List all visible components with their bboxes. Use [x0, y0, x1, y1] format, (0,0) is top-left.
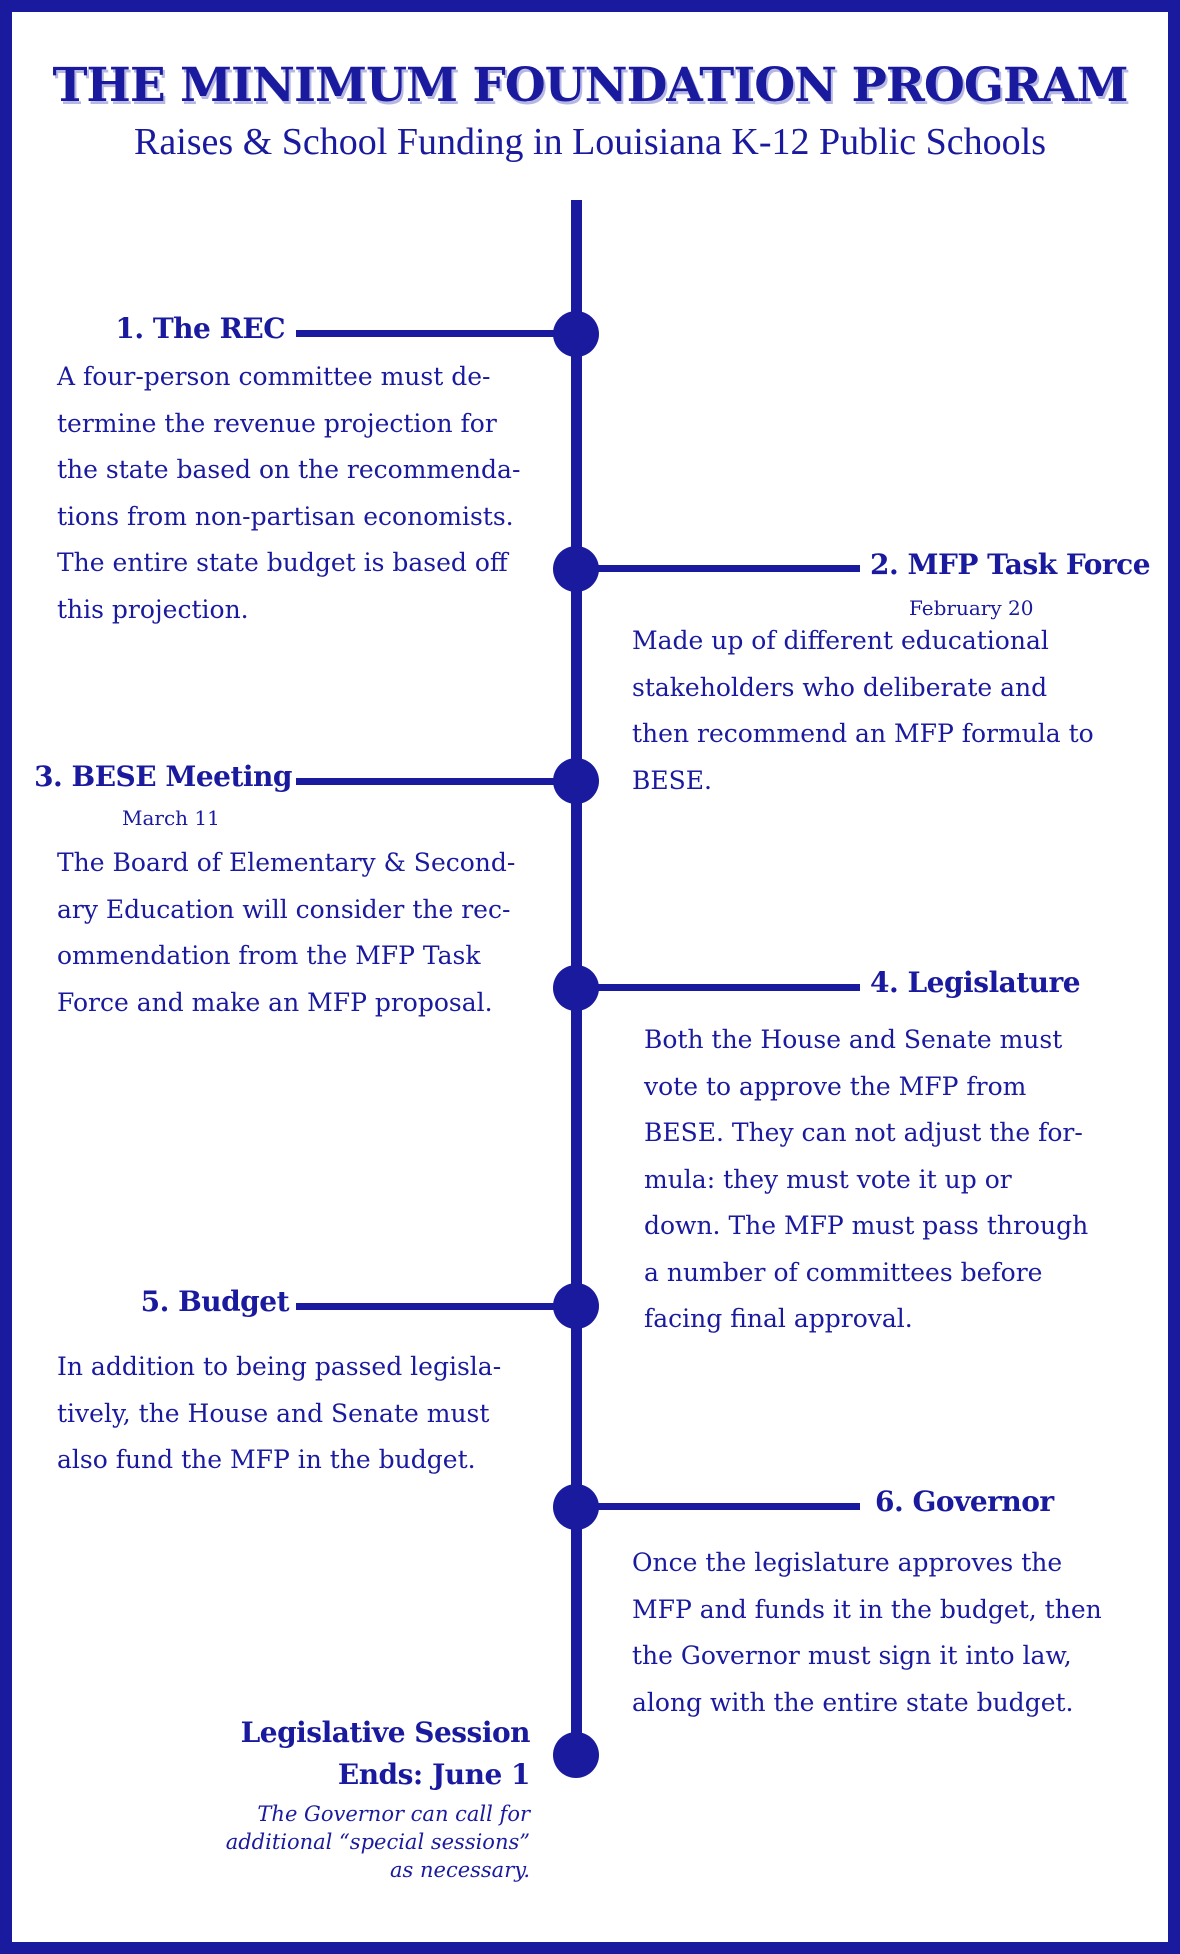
text-line: In addition to being passed legisla-: [57, 1352, 502, 1381]
text-line: Force and make an MFP proposal.: [57, 987, 493, 1017]
text-line: facing final approval.: [644, 1304, 913, 1333]
note-line: additional “special sessions”: [225, 1830, 530, 1854]
step-6-description: Once the legislature approves the MFP an…: [632, 1540, 1172, 1726]
session-end-line-1: Legislative Session: [240, 1716, 531, 1749]
step-3-description: The Board of Elementary & Second- ary Ed…: [57, 840, 557, 1026]
text-line: Made up of different educational: [632, 626, 1049, 655]
connector-6: [578, 1503, 860, 1510]
connector-1: [296, 330, 556, 337]
text-line: BESE.: [632, 765, 712, 795]
connector-3: [296, 778, 556, 785]
step-2-heading: 2. MFP Task Force: [870, 548, 1151, 581]
text-line: also fund the MFP in the budget.: [57, 1445, 476, 1474]
text-line: ary Education will consider the rec-: [57, 894, 511, 924]
text-line: stakeholders who deliberate and: [632, 672, 1048, 702]
text-line: Both the House and Senate must: [644, 1025, 1063, 1054]
text-line: down. The MFP must pass through: [644, 1211, 1089, 1240]
text-line: this projection.: [57, 594, 249, 624]
text-line: along with the entire state budget.: [632, 1687, 1074, 1717]
timeline-node-1: [553, 311, 599, 357]
step-1-description: A four-person committee must de- termine…: [57, 354, 557, 633]
text-line: A four-person committee must de-: [57, 362, 491, 391]
connector-2: [578, 565, 860, 572]
page-title: THE MINIMUM FOUNDATION PROGRAM: [52, 58, 1128, 113]
step-6-heading: 6. Governor: [875, 1485, 1054, 1518]
text-line: termine the revenue projection for: [57, 408, 497, 438]
text-line: ommendation from the MFP Task: [57, 941, 481, 970]
step-2-description: Made up of different educational stakeho…: [632, 618, 1172, 804]
timeline-end-node: [553, 1732, 599, 1778]
text-line: tions from non-partisan economists.: [57, 501, 514, 531]
special-sessions-note: The Governor can call for additional “sp…: [110, 1800, 530, 1884]
text-line: The Board of Elementary & Second-: [57, 848, 516, 877]
step-5-description: In addition to being passed legisla- tiv…: [57, 1344, 557, 1484]
step-3-date: March 11: [122, 806, 220, 830]
connector-4: [578, 984, 860, 991]
text-line: BESE. They can not adjust the for-: [644, 1118, 1083, 1147]
text-line: the state based on the recommenda-: [57, 455, 521, 484]
step-4-description: Both the House and Senate must vote to a…: [644, 1017, 1164, 1343]
step-4-heading: 4. Legislature: [870, 966, 1081, 999]
note-line: The Governor can call for: [257, 1802, 530, 1826]
text-line: MFP and funds it in the budget, then: [632, 1594, 1102, 1624]
step-5-heading: 5. Budget: [140, 1285, 290, 1318]
text-line: mula: they must vote it up or: [644, 1164, 1012, 1194]
timeline-node-3: [553, 758, 599, 804]
text-line: vote to approve the MFP from: [644, 1071, 1027, 1101]
timeline-node-5: [553, 1283, 599, 1329]
text-line: The entire state budget is based off: [57, 548, 508, 577]
step-2-date: February 20: [909, 596, 1034, 620]
text-line: then recommend an MFP formula to: [632, 719, 1094, 748]
text-line: the Governor must sign it into law,: [632, 1641, 1072, 1670]
session-end-line-2: Ends: June 1: [337, 1758, 531, 1791]
text-line: a number of committees before: [644, 1257, 1043, 1287]
step-3-heading: 3. BESE Meeting: [34, 760, 292, 793]
connector-5: [296, 1303, 556, 1310]
text-line: Once the legislature approves the: [632, 1548, 1063, 1577]
step-1-heading: 1. The REC: [115, 312, 285, 345]
text-line: tively, the House and Senate must: [57, 1398, 490, 1428]
note-line: as necessary.: [390, 1858, 530, 1882]
page-subtitle: Raises & School Funding in Louisiana K-1…: [134, 121, 1046, 163]
